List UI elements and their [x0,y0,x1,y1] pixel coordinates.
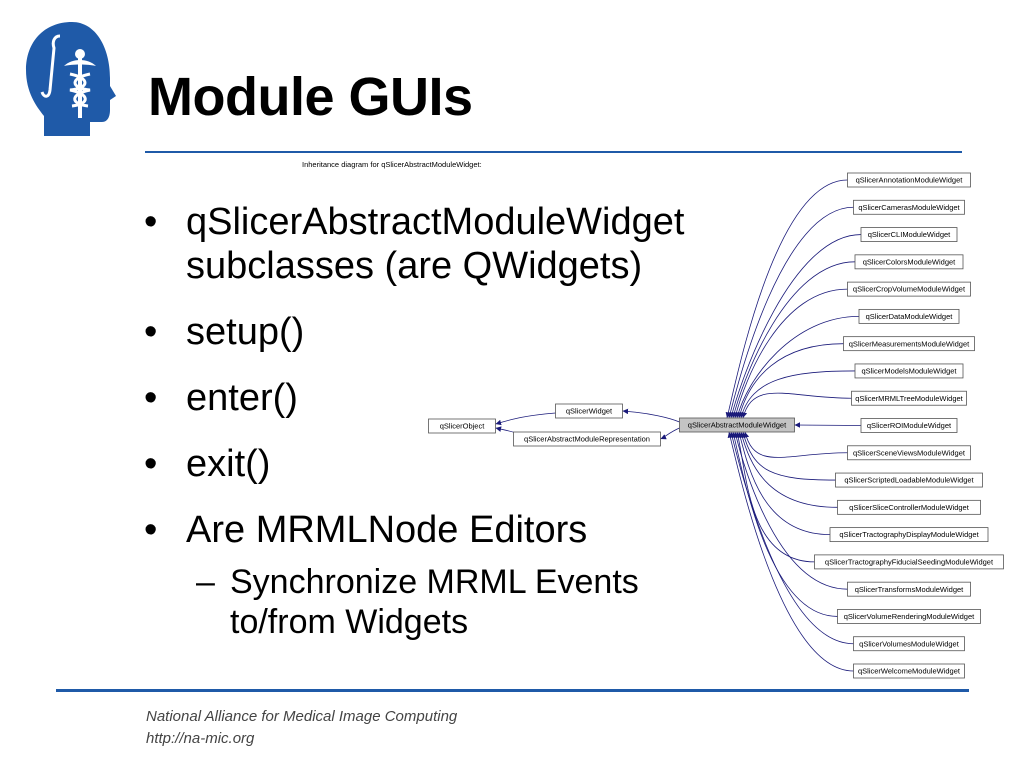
node-q-slicer-tractography-fiducial-seeding-module-widget: qSlicerTractographyFiducialSeedingModule… [814,554,1004,570]
node-q-slicer-roimodule-widget: qSlicerROIModuleWidget [860,418,958,433]
inheritance-edge [495,412,556,426]
inheritance-edge [727,206,854,419]
inheritance-edge [737,343,844,419]
inheritance-edge [731,431,838,617]
node-label: qSlicerObject [440,422,486,431]
footer-url: http://na-mic.org [146,730,255,747]
bullet-text: enter() [186,377,298,419]
node-q-slicer-transforms-module-widget: qSlicerTransformsModuleWidget [847,581,971,597]
inheritance-edge [739,370,856,419]
bullet-text: exit() [186,443,271,485]
inheritance-edge [735,315,860,419]
node-label: qSlicerVolumeRenderingModuleWidget [844,612,975,621]
node-label: qSlicerMRMLTreeModuleWidget [855,394,963,403]
node-label: qSlicerDataModuleWidget [866,312,954,321]
bullet-item: • Are MRMLNode Editors [140,508,796,552]
node-q-slicer-mrmltree-module-widget: qSlicerMRMLTreeModuleWidget [851,390,967,406]
node-q-slicer-volumes-module-widget: qSlicerVolumesModuleWidget [853,636,965,652]
inheritance-edge [741,392,852,419]
node-q-slicer-measurements-module-widget: qSlicerMeasurementsModuleWidget [843,336,975,352]
inheritance-edge [660,427,680,440]
inheritance-edge [794,422,862,428]
inheritance-edge [739,431,838,508]
node-q-slicer-abstract-module-representation: qSlicerAbstractModuleRepresentation [513,431,661,447]
node-q-slicer-tractography-display-module-widget: qSlicerTractographyDisplayModuleWidget [829,527,989,543]
node-q-slicer-welcome-module-widget: qSlicerWelcomeModuleWidget [853,663,965,679]
bullet-dot-icon: • [144,509,158,551]
inheritance-edge [729,234,862,419]
node-q-slicer-widget: qSlicerWidget [555,403,623,419]
bullet-text: qSlicerAbstractModuleWidget subclasses (… [186,201,685,287]
inheritance-edge [725,179,848,419]
node-q-slicer-scripted-loadable-module-widget: qSlicerScriptedLoadableModuleWidget [835,472,983,488]
node-label: qSlicerModelsModuleWidget [861,367,957,376]
node-label: qSlicerCLIModuleWidget [868,230,951,239]
node-label: qSlicerAnnotationModuleWidget [856,176,964,185]
page-title: Module GUIs [148,67,473,127]
node-q-slicer-colors-module-widget: qSlicerColorsModuleWidget [854,254,964,270]
node-q-slicer-annotation-module-widget: qSlicerAnnotationModuleWidget [847,172,971,188]
node-label: qSlicerCropVolumeModuleWidget [853,285,966,294]
node-label: qSlicerCamerasModuleWidget [858,203,960,212]
bullet-text: Are MRMLNode Editors [186,509,588,551]
node-label: qSlicerMeasurementsModuleWidget [849,339,970,348]
node-label: qSlicerTractographyDisplayModuleWidget [839,530,979,539]
node-q-slicer-abstract-module-widget: qSlicerAbstractModuleWidget [679,417,795,433]
bullet-text: setup() [186,311,305,353]
node-q-slicer-data-module-widget: qSlicerDataModuleWidget [858,308,960,324]
node-q-slicer-cameras-module-widget: qSlicerCamerasModuleWidget [853,199,965,215]
bullet-item: • qSlicerAbstractModuleWidget subclasses… [140,200,796,288]
bullet-item: • exit() [140,442,796,486]
node-label: qSlicerScriptedLoadableModuleWidget [844,476,974,485]
bullet-item: • setup() [140,310,796,354]
inheritance-edge [743,431,848,458]
node-q-slicer-scene-views-module-widget: qSlicerSceneViewsModuleWidget [847,445,971,461]
bullet-list: • qSlicerAbstractModuleWidget subclasses… [140,200,796,664]
footer: National Alliance for Medical Image Comp… [146,706,457,750]
node-label: qSlicerROIModuleWidget [867,421,952,430]
node-q-slicer-object: qSlicerObject [428,418,496,434]
sub-bullet-text: Synchronize MRML Events to/from Widgets [230,563,639,641]
node-label: qSlicerAbstractModuleWidget [688,421,787,430]
bullet-item: • enter() [140,376,796,420]
bullet-dot-icon: • [144,377,158,419]
title-divider [145,151,962,153]
bullet-dot-icon: • [144,311,158,353]
node-label: qSlicerVolumesModuleWidget [859,639,960,648]
node-label: qSlicerSceneViewsModuleWidget [853,448,966,457]
node-q-slicer-climodule-widget: qSlicerCLIModuleWidget [860,227,958,242]
inheritance-edge [735,431,815,563]
node-q-slicer-slice-controller-module-widget: qSlicerSliceControllerModuleWidget [837,499,981,515]
inheritance-edge [622,408,680,423]
footer-org: National Alliance for Medical Image Comp… [146,708,458,725]
footer-divider [56,689,969,692]
inheritance-edge [731,261,856,419]
diagram-caption: Inheritance diagram for qSlicerAbstractM… [302,160,482,169]
node-q-slicer-models-module-widget: qSlicerModelsModuleWidget [854,363,964,379]
node-label: qSlicerAbstractModuleRepresentation [524,435,650,444]
node-label: qSlicerSliceControllerModuleWidget [849,503,970,512]
node-label: qSlicerTransformsModuleWidget [855,585,964,594]
node-label: qSlicerWidget [566,407,613,416]
node-q-slicer-volume-rendering-module-widget: qSlicerVolumeRenderingModuleWidget [837,609,981,624]
node-q-slicer-crop-volume-module-widget: qSlicerCropVolumeModuleWidget [847,281,971,297]
bullet-dot-icon: • [144,443,158,485]
node-label: qSlicerWelcomeModuleWidget [858,667,961,676]
inheritance-edge [737,431,831,536]
dash-icon: – [196,563,215,601]
sub-bullet-item: – Synchronize MRML Events to/from Widget… [140,562,690,642]
bullet-dot-icon: • [144,201,158,243]
node-label: qSlicerTractographyFiducialSeedingModule… [825,557,994,566]
inheritance-edge [733,288,848,419]
inheritance-edge [741,431,836,481]
node-label: qSlicerColorsModuleWidget [863,257,956,266]
inheritance-edge [727,431,854,672]
head-caduceus-logo-icon [26,22,116,136]
inheritance-edge [733,431,848,590]
